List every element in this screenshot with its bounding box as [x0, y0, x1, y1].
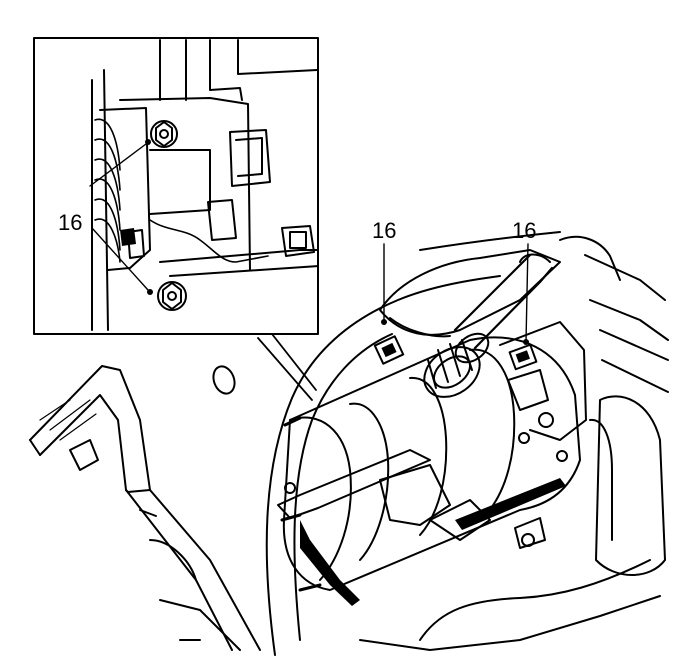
inset-leader-top — [89, 143, 147, 187]
lower-mount — [379, 464, 451, 526]
inset-connector — [281, 225, 315, 257]
shaded-strip — [455, 478, 566, 530]
inset-lower-rail — [159, 249, 317, 277]
inset-leader-bottom — [91, 227, 149, 291]
upper-tube-ring — [389, 317, 451, 338]
upper-tube — [379, 249, 561, 336]
inset-lower-block — [207, 199, 237, 241]
hose-tip — [519, 253, 551, 263]
inset-bolt-bottom — [157, 281, 187, 311]
right-rail — [584, 254, 669, 341]
frame-outline-inner — [293, 333, 393, 641]
main-leader-right — [525, 243, 529, 343]
inset-shade — [120, 228, 136, 246]
motor-band-2 — [409, 376, 448, 536]
inset-detail — [33, 37, 319, 335]
upper-right-arch — [559, 235, 621, 281]
lower-bolt — [521, 533, 535, 547]
right-bracket — [499, 321, 587, 441]
right-rail-2 — [599, 329, 669, 393]
left-frame-edge — [29, 439, 151, 493]
inset-box-right — [229, 129, 271, 187]
bracket-bolt-c — [556, 450, 568, 462]
hose-pipe — [453, 253, 554, 350]
right-bracket-detail — [507, 369, 549, 411]
right-panel-inner — [589, 418, 613, 541]
left-frame-foot — [139, 509, 197, 581]
main-assembly — [257, 231, 669, 656]
fastener-left-main — [373, 319, 405, 365]
inset-column-right — [159, 39, 187, 101]
coupler-ribs — [427, 339, 473, 389]
lower-mount-tabs — [429, 499, 546, 549]
frame-outline — [265, 275, 501, 656]
motor-face-left — [289, 416, 352, 581]
fastener-right-main — [508, 339, 538, 371]
inset-fins — [94, 118, 121, 263]
left-hatch — [39, 399, 97, 441]
motor-band-3 — [469, 348, 516, 513]
inset-top-plate — [119, 97, 251, 271]
lower-ledge — [419, 559, 651, 641]
callout-label-main-right: 16 — [512, 218, 536, 243]
inset-box-right-detail — [235, 137, 263, 177]
coupler — [423, 332, 490, 398]
lower-floor-line — [359, 595, 661, 651]
left-hole — [212, 365, 236, 395]
callout-label-main-left: 16 — [372, 218, 396, 243]
left-lower-bracket — [159, 599, 241, 651]
left-frame — [29, 365, 261, 651]
left-frame-inner — [39, 394, 233, 651]
inset-pointer-line — [257, 333, 317, 401]
inset-wire — [149, 219, 269, 263]
coupler-nut — [454, 332, 490, 364]
inset-column-left — [91, 69, 109, 331]
shaded-band — [300, 520, 360, 606]
inset-small-clip — [127, 229, 145, 259]
callout-label-inset: 16 — [58, 210, 82, 235]
right-panel — [595, 395, 666, 576]
left-frame-outer — [29, 365, 261, 651]
inset-bracket-top — [209, 39, 317, 101]
inset-middle-bar — [149, 149, 211, 215]
left-frame-slot — [69, 439, 99, 471]
bracket-bolt-b — [518, 432, 530, 444]
inset-left-block — [99, 107, 151, 271]
bracket-bolt-a — [538, 412, 554, 428]
inset-bolt-top — [150, 120, 178, 148]
lower-rod-bolt — [284, 482, 296, 494]
lower-rod — [277, 449, 431, 519]
motor-band-1 — [349, 402, 390, 561]
inset-fastener-dot-top — [145, 139, 151, 145]
upper-tube-long — [419, 231, 561, 251]
inset-fastener-dot-bottom — [147, 289, 153, 295]
